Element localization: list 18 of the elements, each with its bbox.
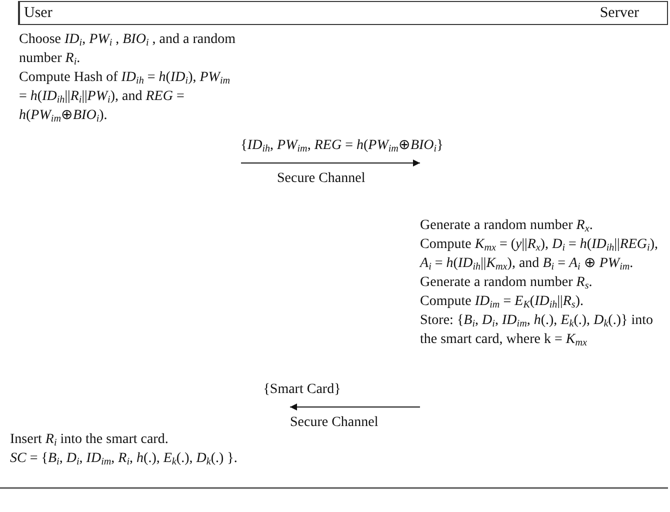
step-text: Generate a random number R$_{s}$. <box>420 274 594 292</box>
edge-label: {ID$_{ih}$, PW$_{im}$, REG = h(PW$_{im}$⊕BIO$_{i}$} <box>240 137 444 155</box>
participant-header-bar <box>18 1 668 25</box>
edge-label: {Smart Card} <box>263 381 341 399</box>
message-arrow <box>240 160 420 166</box>
step-text: Store: {B$_{i}$, D$_{i}$, ID$_{im}$, h(.), E$_{k}$(.), D$_{k}$(.)} into the smart card, where k = K$_{mx}$ <box>420 312 654 349</box>
message-arrow <box>290 404 420 410</box>
step-text: Compute K$_{mx}$ = (y||R$_{x}$), D$_{i}$ = h(ID$_{ih}$||REG$_{i}$), A$_{i}$ = h(ID$_{ih}$||K$_{mx}$), and B$_{i}$ = A$_{i}$ ⊕ PW$_{im}$. <box>420 236 660 273</box>
step-text: Generate a random number R$_{x}$. <box>420 217 594 235</box>
step-text: Compute Hash of ID$_{ih}$ = h(ID$_{i}$), PW$_{im}$ = h(ID$_{ih}$||R$_{i}$||PW$_{i}$), and REG = h(PW$_{im}$⊕BIO$_{i}$). <box>19 69 232 125</box>
channel-label: Secure Channel <box>290 414 378 432</box>
step-text: Compute ID$_{im}$ = E$_{K}$(ID$_{ih}$||R$_{s}$). <box>420 293 584 311</box>
step-text: SC = {B$_{i}$, D$_{i}$, ID$_{im}$, R$_{i}$, h(.), E$_{k}$(.), D$_{k}$(.) }. <box>10 450 238 468</box>
step-text: Insert R$_{i}$ into the smart card. <box>10 431 170 449</box>
participant-label: Server <box>600 4 639 22</box>
step-text: Choose ID$_{i}$, PW$_{i}$ , BIO$_{i}$ , and a random number R$_{i}$. <box>19 31 236 68</box>
participant-label: User <box>24 4 52 22</box>
channel-label: Secure Channel <box>277 170 366 188</box>
